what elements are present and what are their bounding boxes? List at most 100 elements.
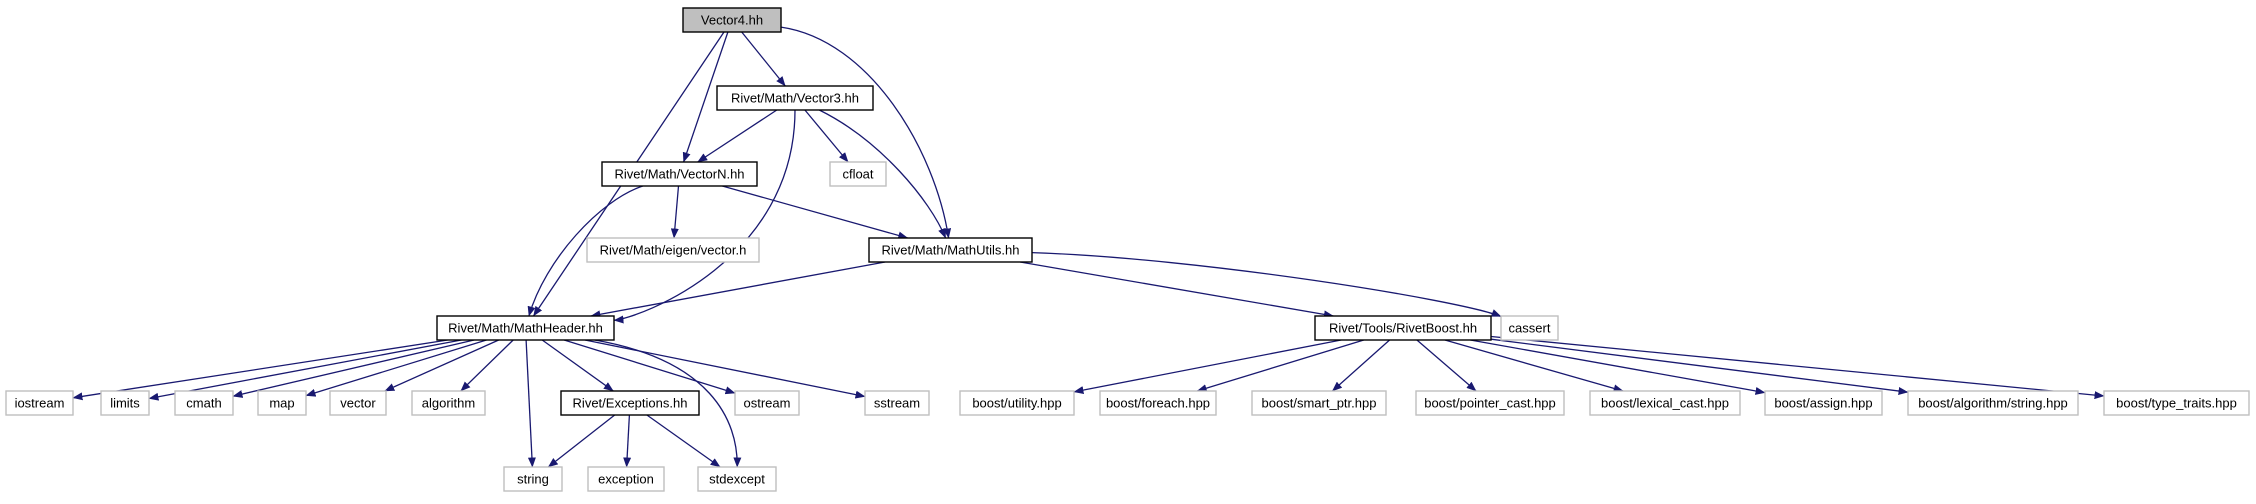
node-label-limits: limits — [110, 396, 140, 411]
edge-vector3-to-cfloat — [804, 109, 849, 163]
edge-exceptions-to-stdexcept — [646, 414, 721, 468]
node-box-vector3 — [716, 85, 874, 111]
edge-mathheader-to-limits — [148, 339, 462, 401]
edge-rivetboost-to-bforeach — [1196, 339, 1364, 393]
node-vector: vector — [329, 390, 387, 416]
node-label-blexicalcast: boost/lexical_cast.hpp — [1601, 396, 1729, 411]
node-bpointercast: boost/pointer_cast.hpp — [1415, 390, 1565, 416]
node-label-bforeach: boost/foreach.hpp — [1106, 396, 1210, 411]
node-mathheader[interactable]: Rivet/Math/MathHeader.hh — [436, 315, 615, 341]
node-box-btypetraits — [2103, 390, 2250, 416]
node-box-ostream — [734, 390, 800, 416]
node-butility: boost/utility.hpp — [959, 390, 1075, 416]
node-ostream: ostream — [734, 390, 800, 416]
edge-vectorn-to-mathutils — [722, 185, 909, 240]
edge-exceptions-to-exception — [623, 414, 632, 468]
node-btypetraits: boost/type_traits.hpp — [2103, 390, 2250, 416]
node-vector4[interactable]: Vector4.hh — [682, 7, 782, 33]
edge-vector4-to-vector3 — [741, 31, 786, 87]
node-box-blexicalcast — [1589, 390, 1741, 416]
node-box-iostream — [5, 390, 74, 416]
node-iostream: iostream — [5, 390, 74, 416]
node-box-string — [503, 466, 563, 492]
node-box-eigen — [586, 237, 760, 263]
node-box-bforeach — [1099, 390, 1217, 416]
node-vectorn[interactable]: Rivet/Math/VectorN.hh — [601, 161, 758, 187]
edge-vectorn-to-mathheader — [527, 185, 644, 317]
node-label-cfloat: cfloat — [842, 167, 873, 182]
node-box-algorithm — [411, 390, 486, 416]
node-box-map — [257, 390, 307, 416]
node-label-rivetboost: Rivet/Tools/RivetBoost.hh — [1329, 321, 1477, 336]
node-label-eigen: Rivet/Math/eigen/vector.h — [600, 243, 747, 258]
node-bforeach: boost/foreach.hpp — [1099, 390, 1217, 416]
node-label-vector: vector — [340, 396, 376, 411]
node-label-butility: boost/utility.hpp — [972, 396, 1061, 411]
edge-rivetboost-to-blexicalcast — [1444, 339, 1624, 393]
node-box-cmath — [174, 390, 234, 416]
node-label-bassign: boost/assign.hpp — [1774, 396, 1872, 411]
edge-vector4-to-mathutils — [780, 26, 952, 239]
node-box-rivetboost — [1314, 315, 1492, 341]
nodes-layer: Vector4.hhRivet/Math/Vector3.hhRivet/Mat… — [5, 7, 2250, 492]
node-vector3[interactable]: Rivet/Math/Vector3.hh — [716, 85, 874, 111]
edge-mathheader-to-map — [305, 339, 487, 397]
edge-mathheader-to-sstream — [584, 339, 866, 399]
edge-mathheader-to-vector — [384, 339, 499, 392]
node-box-mathutils — [868, 237, 1033, 263]
node-box-stdexcept — [697, 466, 777, 492]
node-box-limits — [100, 390, 150, 416]
node-label-exceptions: Rivet/Exceptions.hh — [573, 396, 688, 411]
edge-mathutils-to-mathheader — [590, 261, 886, 319]
node-box-vectorn — [601, 161, 758, 187]
node-mathutils[interactable]: Rivet/Math/MathUtils.hh — [868, 237, 1033, 263]
node-rivetboost[interactable]: Rivet/Tools/RivetBoost.hh — [1314, 315, 1492, 341]
node-label-exception: exception — [598, 472, 654, 487]
edge-vector3-to-mathutils — [819, 109, 947, 239]
edge-mathheader-to-ostream — [563, 339, 736, 395]
node-bassign: boost/assign.hpp — [1764, 390, 1883, 416]
node-label-algorithm: algorithm — [422, 396, 475, 411]
node-bsmartptr: boost/smart_ptr.hpp — [1251, 390, 1387, 416]
node-limits: limits — [100, 390, 150, 416]
node-blexicalcast: boost/lexical_cast.hpp — [1589, 390, 1741, 416]
edge-mathheader-to-exceptions — [541, 339, 614, 392]
node-box-exception — [587, 466, 665, 492]
node-box-bpointercast — [1415, 390, 1565, 416]
node-label-vector3: Rivet/Math/Vector3.hh — [731, 91, 859, 106]
node-label-vector4: Vector4.hh — [701, 13, 763, 28]
node-cassert: cassert — [1500, 315, 1559, 341]
node-box-bassign — [1764, 390, 1883, 416]
edge-vectorn-to-eigen — [670, 185, 680, 239]
edge-rivetboost-to-bsmartptr — [1331, 339, 1391, 392]
node-cmath: cmath — [174, 390, 234, 416]
node-label-stdexcept: stdexcept — [709, 472, 765, 487]
edge-mathheader-to-algorithm — [460, 339, 514, 392]
node-eigen: Rivet/Math/eigen/vector.h — [586, 237, 760, 263]
node-label-bpointercast: boost/pointer_cast.hpp — [1424, 396, 1556, 411]
node-box-cassert — [1500, 315, 1559, 341]
node-label-iostream: iostream — [15, 396, 65, 411]
node-map: map — [257, 390, 307, 416]
edge-exceptions-to-string — [547, 414, 616, 468]
node-stdexcept: stdexcept — [697, 466, 777, 492]
node-string: string — [503, 466, 563, 492]
edge-mathheader-to-iostream — [72, 339, 448, 401]
node-exceptions[interactable]: Rivet/Exceptions.hh — [560, 390, 700, 416]
node-label-ostream: ostream — [744, 396, 791, 411]
edge-vector3-to-vectorn — [697, 109, 778, 163]
node-label-sstream: sstream — [874, 396, 920, 411]
node-label-mathheader: Rivet/Math/MathHeader.hh — [448, 321, 603, 336]
node-box-butility — [959, 390, 1075, 416]
node-label-map: map — [269, 396, 294, 411]
node-algorithm: algorithm — [411, 390, 486, 416]
edge-mathutils-to-rivetboost — [1019, 261, 1334, 319]
edge-mathheader-to-cmath — [232, 339, 475, 398]
node-box-cfloat — [829, 161, 887, 187]
node-cfloat: cfloat — [829, 161, 887, 187]
node-label-mathutils: Rivet/Math/MathUtils.hh — [882, 243, 1020, 258]
node-sstream: sstream — [864, 390, 930, 416]
node-label-string: string — [517, 472, 549, 487]
node-box-balgostring — [1907, 390, 2079, 416]
